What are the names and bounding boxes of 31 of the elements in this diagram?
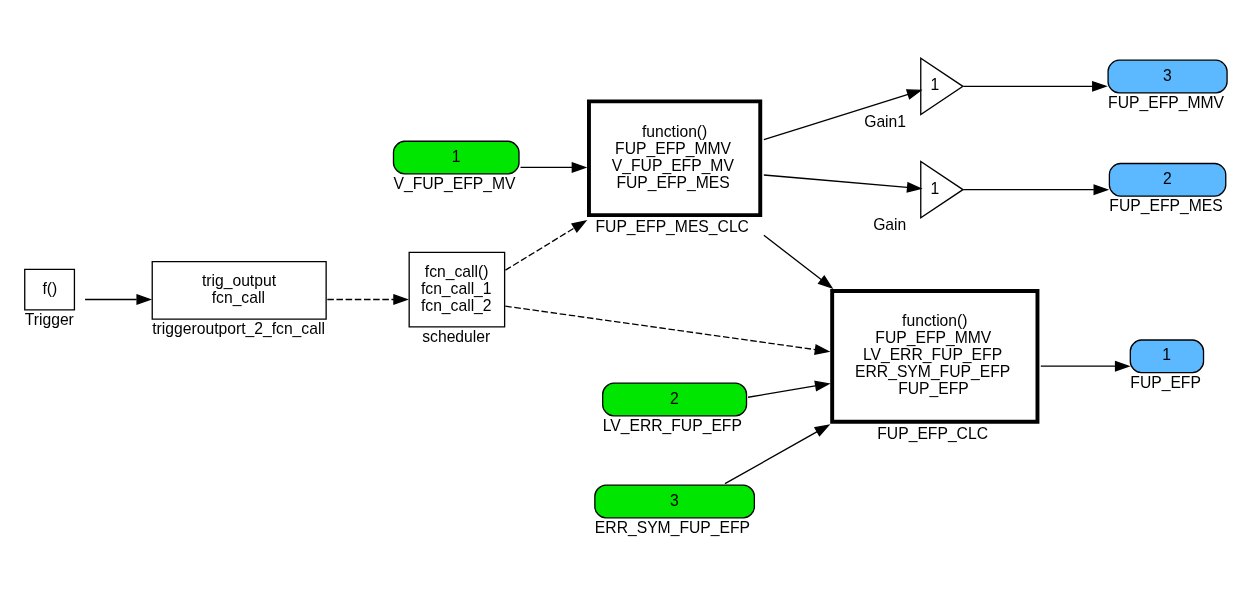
node-label: ERR_SYM_FUP_EFP — [594, 519, 751, 537]
arrow — [1040, 360, 1131, 372]
node-box: fcn_call() fcn_call_1 fcn_call_2 — [408, 251, 506, 328]
arrow — [962, 184, 1110, 196]
node-label: Trigger — [24, 311, 74, 329]
node-label: triggeroutport_2_fcn_call — [152, 320, 325, 338]
node-box: trig_output fcn_call — [151, 260, 327, 320]
arrow — [747, 380, 831, 398]
node-box: function() FUP_EFP_MMV LV_ERR_FUP_EFP ERR_SYM_FUP_EFP FUP_EFP — [830, 289, 1040, 424]
arrow — [504, 305, 831, 355]
node-label: Gain — [873, 216, 907, 234]
node-label: scheduler — [422, 328, 491, 346]
node-label: FUP_EFP_MMV — [1108, 94, 1225, 112]
node-label: FUP_EFP_MES_CLC — [595, 218, 749, 236]
arrow — [519, 161, 588, 173]
arrow — [763, 89, 923, 141]
node-label: LV_ERR_FUP_EFP — [602, 417, 742, 435]
node-label: Gain1 — [864, 113, 907, 131]
arrow — [724, 424, 831, 485]
node-label: FUP_EFP — [1130, 373, 1201, 391]
arrow — [763, 234, 834, 289]
arrow — [763, 174, 923, 193]
arrow — [84, 293, 153, 305]
arrow — [962, 80, 1108, 92]
arrow — [326, 293, 409, 305]
node-label: V_FUP_EFP_MV — [393, 175, 516, 193]
node-label: FUP_EFP_MES — [1109, 197, 1223, 215]
node-box: function() FUP_EFP_MMV V_FUP_EFP_MV FUP_EFP_MES — [587, 99, 763, 218]
arrow — [504, 220, 588, 271]
node-box: f() — [24, 268, 76, 311]
node-label: FUP_EFP_CLC — [877, 424, 989, 442]
